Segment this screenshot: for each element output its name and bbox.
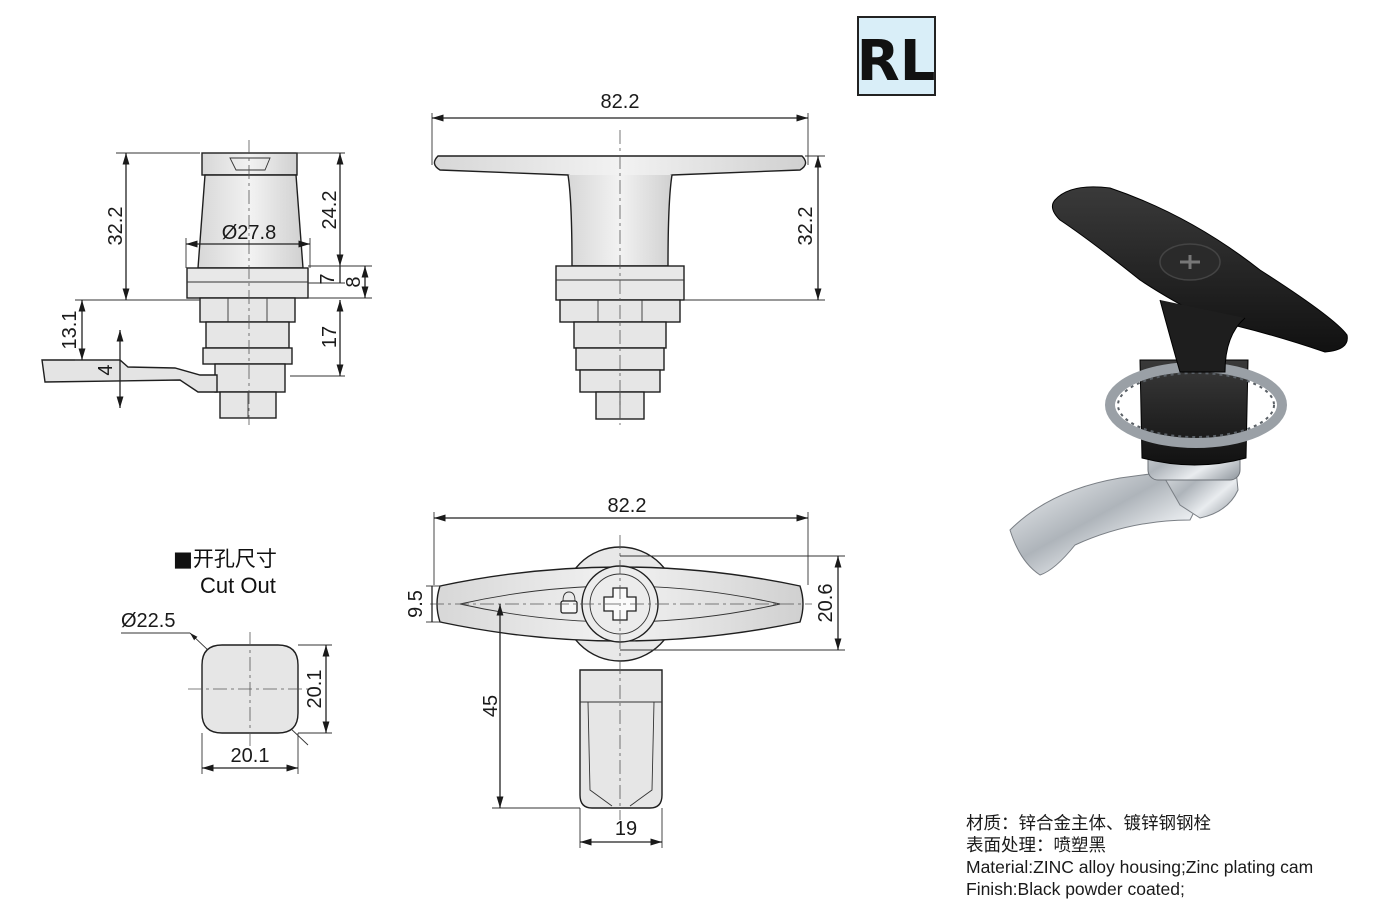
finish-en: Finish:Black powder coated;	[966, 879, 1185, 899]
front-dim-32-2: 32.2	[795, 207, 817, 246]
side-dim-dia-27-8: Ø27.8	[222, 222, 276, 244]
side-dim-17: 17	[319, 326, 341, 348]
top-dim-9-5: 9.5	[405, 590, 427, 618]
cutout-title-cn: ■开孔尺寸	[173, 547, 277, 571]
material-notes: 材质：锌合金主体、镀锌钢钢栓 表面处理：喷塑黑 Material:ZINC al…	[966, 812, 1313, 900]
side-dim-4: 4	[95, 364, 117, 375]
material-en: Material:ZINC alloy housing;Zinc plating…	[966, 857, 1314, 877]
side-view: 32.2 24.2 Ø27.8 7 8 13.1 17 4	[41, 140, 372, 425]
top-dim-20-6: 20.6	[815, 584, 837, 623]
top-dim-45: 45	[480, 695, 502, 717]
finish-cn: 表面处理：喷塑黑	[966, 835, 1106, 855]
top-dim-19: 19	[615, 818, 637, 840]
front-view: 82.2 32.2	[431, 91, 825, 425]
side-dim-8: 8	[343, 276, 365, 287]
cutout-title-en: Cut Out	[200, 573, 276, 598]
model-badge-label: RL	[857, 29, 936, 94]
side-dim-24-2: 24.2	[319, 191, 341, 230]
product-photo	[1009, 186, 1348, 576]
top-view: 82.2 9.5 20.6 45	[405, 495, 845, 848]
side-dim-32-2: 32.2	[105, 207, 127, 246]
side-dim-7: 7	[317, 273, 339, 284]
top-dim-82-2: 82.2	[608, 495, 647, 517]
material-cn: 材质：锌合金主体、镀锌钢钢栓	[966, 813, 1211, 833]
cutout-view: ■开孔尺寸 Cut Out Ø22.5 20.1 20.1	[121, 547, 332, 774]
cutout-dim-20-1-height: 20.1	[304, 670, 326, 709]
side-dim-13-1: 13.1	[59, 311, 81, 350]
cutout-dim-20-1-width: 20.1	[231, 745, 270, 767]
cutout-dim-dia-22-5: Ø22.5	[121, 610, 175, 632]
front-dim-82-2: 82.2	[601, 91, 640, 113]
model-badge: RL	[857, 16, 936, 96]
